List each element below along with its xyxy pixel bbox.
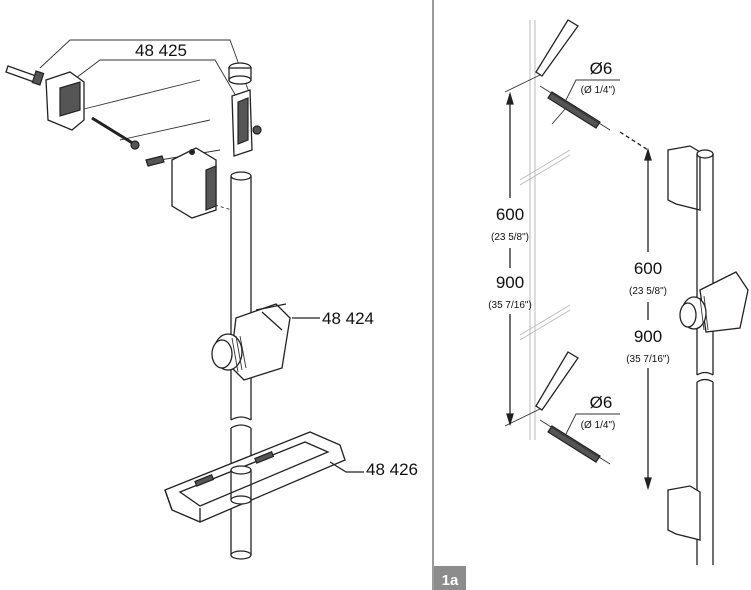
shelf-part <box>164 431 346 523</box>
drill-diameter-bottom: Ø6 <box>590 393 613 412</box>
right-dim-min-inch: (23 5/8") <box>629 286 667 297</box>
left-dim-min: 600 <box>496 205 524 224</box>
small-screw <box>145 155 165 167</box>
right-dim-min: 600 <box>634 259 662 278</box>
dimension-line-rail <box>619 131 652 491</box>
drill-diameter-inch-bottom: (Ø 1/4") <box>581 420 616 431</box>
installation-dimensions: Ø6 (Ø 1/4") Ø6 (Ø 1/4") 600 (23 5/8") 90… <box>434 19 749 590</box>
screw <box>5 65 45 86</box>
shower-rail <box>230 171 252 560</box>
exploded-view: 48 425 48 424 48 426 <box>5 39 418 560</box>
part-label-48426: 48 426 <box>366 460 418 479</box>
drill-bit-bottom-icon <box>504 351 620 465</box>
dimension-line-drill <box>506 91 514 427</box>
right-dim-max: 900 <box>634 327 662 346</box>
part-label-48424: 48 424 <box>322 309 374 328</box>
figure-label-box <box>434 566 466 590</box>
bracket-cover <box>171 147 217 219</box>
wall-tile-lines <box>519 20 571 440</box>
hand-shower-holder-part <box>211 303 291 381</box>
part-label-48425: 48 425 <box>135 41 187 60</box>
rail-end-cap <box>228 62 252 85</box>
right-dim-max-inch: (35 7/16") <box>626 354 670 365</box>
long-screw <box>91 116 140 150</box>
left-dim-max-inch: (35 7/16") <box>488 300 532 311</box>
drill-bit-top-icon <box>504 19 620 131</box>
wall-bracket-part <box>45 71 85 131</box>
assembled-rail <box>667 145 749 565</box>
leader-48426 <box>329 461 364 473</box>
figure-label: 1a <box>442 572 459 589</box>
left-dim-min-inch: (23 5/8") <box>491 232 529 243</box>
rail-clip <box>231 89 262 157</box>
drill-diameter-inch-top: (Ø 1/4") <box>581 85 616 96</box>
left-dim-max: 900 <box>496 273 524 292</box>
drill-diameter-top: Ø6 <box>590 59 613 78</box>
